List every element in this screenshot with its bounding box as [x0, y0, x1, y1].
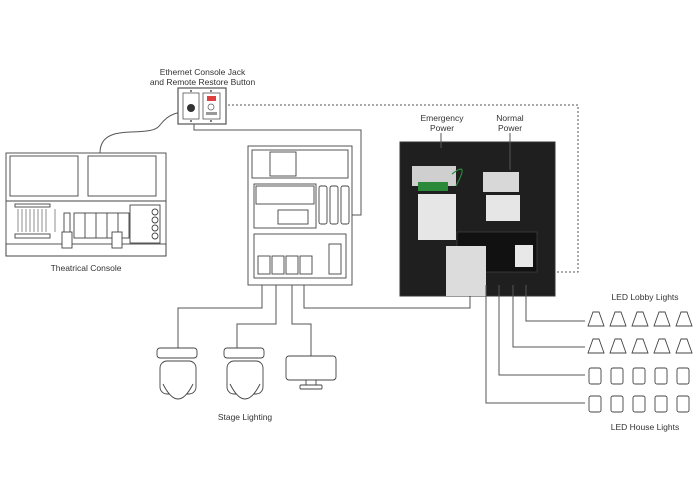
- moving-head-fixture-1: [156, 347, 198, 400]
- remote-restore-dotted-wire: [228, 104, 579, 273]
- jack-to-rack-wire: [193, 123, 362, 216]
- theatrical-console-label: Theatrical Console: [50, 263, 122, 273]
- elts-power-panel: [399, 141, 556, 297]
- led-house-lights-label: LED House Lights: [610, 422, 680, 432]
- led-lobby-lights-label: LED Lobby Lights: [611, 292, 679, 302]
- theatrical-console: [5, 152, 167, 257]
- led-panel-fixture: [285, 355, 337, 390]
- emergency-power-label-line2: Power: [429, 123, 455, 133]
- ethernet-jack-plate: [177, 87, 227, 125]
- house-light-row-1: [588, 367, 690, 385]
- emergency-power-label-line1: Emergency: [420, 113, 464, 123]
- normal-power-label: Normal Power: [485, 113, 535, 133]
- stage-lighting-label: Stage Lighting: [217, 412, 273, 422]
- lobby-light-row-1: [587, 311, 693, 327]
- ethernet-jack-label-line1: Ethernet Console Jack: [159, 67, 246, 77]
- normal-power-label-line2: Power: [497, 123, 523, 133]
- elts-output-wires: [485, 285, 585, 404]
- console-ethernet-cable: [99, 111, 191, 154]
- normal-power-label-line1: Normal: [496, 113, 524, 123]
- dimmer-rack-panel: [247, 145, 353, 286]
- lobby-light-row-2: [587, 338, 693, 354]
- ethernet-jack-label-line2: and Remote Restore Button: [149, 77, 256, 87]
- moving-head-fixture-2: [223, 347, 265, 400]
- emergency-power-label: Emergency Power: [412, 113, 472, 133]
- house-light-row-2: [588, 395, 690, 413]
- ethernet-jack-label: Ethernet Console Jack and Remote Restore…: [145, 67, 260, 87]
